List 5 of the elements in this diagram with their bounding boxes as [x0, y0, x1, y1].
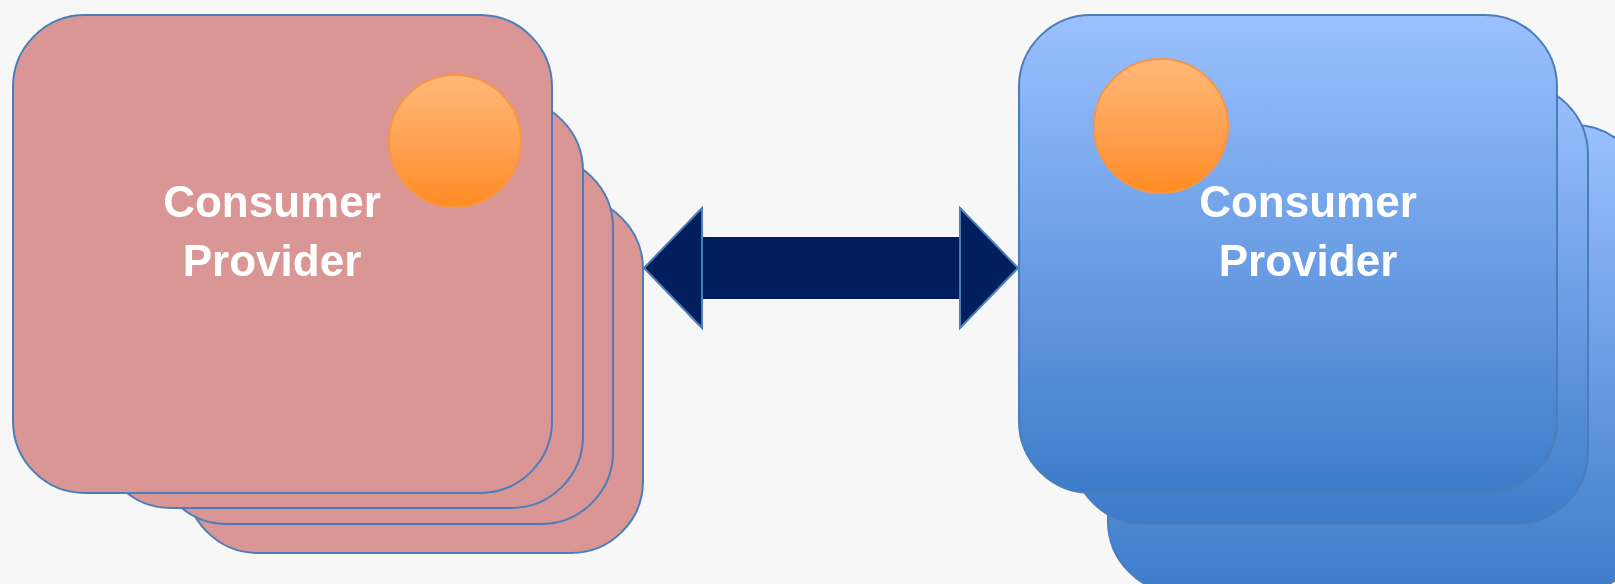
- card-title: Provider: [182, 235, 362, 287]
- card-title: Consumer: [163, 176, 381, 228]
- double-arrow: [643, 207, 1019, 329]
- card-title: Consumer: [1199, 176, 1417, 228]
- card-title: Provider: [1218, 235, 1398, 287]
